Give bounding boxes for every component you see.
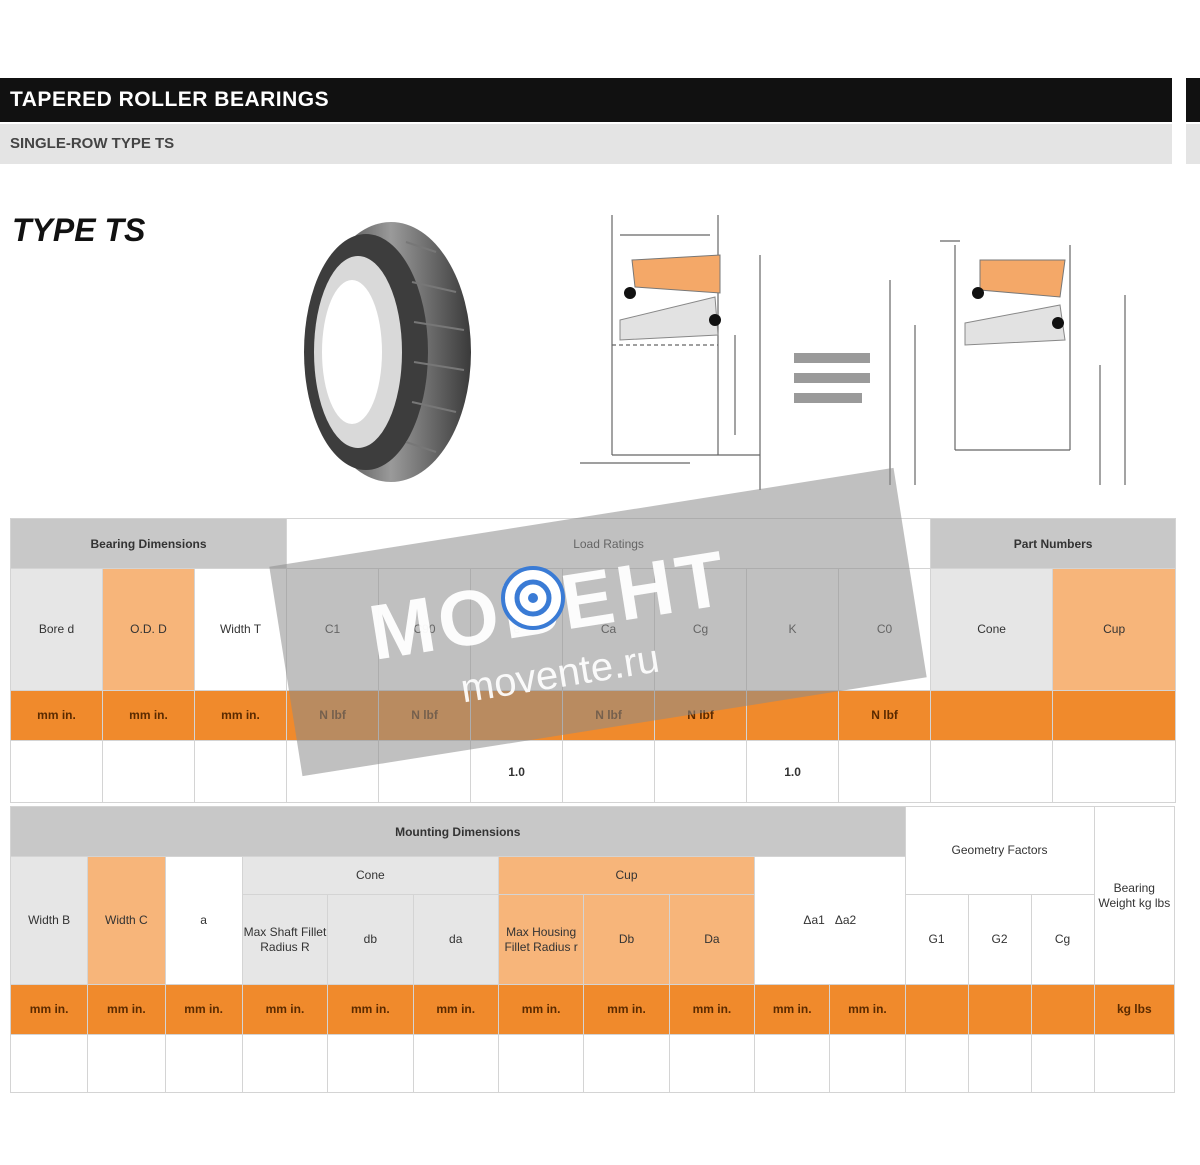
unit-cell: mm in. (754, 984, 831, 1035)
data-cell (754, 1034, 831, 1093)
col-cup: Cup (1052, 568, 1177, 691)
col-gaps: Δa1 Δa2 (754, 856, 906, 985)
group-mounting-dimensions: Mounting Dimensions (10, 806, 906, 857)
unit-cell: mm in. (193, 690, 288, 741)
col-bearing-weight: Bearing Weight kg lbs (1093, 806, 1176, 985)
unit-cell (930, 690, 1054, 741)
col-c90: C90 (378, 568, 472, 691)
data-cell (668, 1034, 756, 1093)
data-cell (930, 740, 1054, 803)
col-bore: Bore d (10, 568, 103, 691)
col-c0: C0 (838, 568, 932, 691)
unit-cell: mm in. (10, 690, 103, 741)
unit-cell (1052, 690, 1177, 741)
group-cone: Cone (241, 856, 499, 895)
data-cell (967, 1034, 1032, 1093)
data-cell (583, 1034, 670, 1093)
unit-cell (746, 690, 840, 741)
col-e: e (470, 568, 564, 691)
col-c1: C1 (286, 568, 380, 691)
unit-cell: mm in. (583, 984, 670, 1035)
data-cell: 1.0 (746, 740, 840, 803)
group-geometry-factors: Geometry Factors (904, 806, 1095, 895)
data-cell (1052, 740, 1177, 803)
unit-cell: mm in. (9, 984, 89, 1035)
col-cup-da: Da (668, 894, 756, 985)
data-cell (241, 1034, 329, 1093)
col-gap2: Δa2 (834, 913, 857, 927)
unit-cell: N lbf (286, 690, 380, 741)
col-cone: Cone (930, 568, 1054, 691)
unit-cell: mm in. (241, 984, 329, 1035)
data-cell: 1.0 (470, 740, 564, 803)
load-rating-table: Bearing Dimensions Load Ratings Part Num… (9, 518, 1177, 803)
unit-cell: mm in. (327, 984, 414, 1035)
unit-cell: N lbf (378, 690, 472, 741)
data-cell (838, 740, 932, 803)
data-cell (654, 740, 748, 803)
col-cone-db: db (327, 894, 414, 985)
col-ca: Ca (562, 568, 656, 691)
unit-cell: mm in. (412, 984, 499, 1035)
data-cell (286, 740, 380, 803)
data-cell (378, 740, 472, 803)
page-header-subtitle: SINGLE-ROW TYPE TS (0, 124, 1172, 164)
col-k: K (746, 568, 840, 691)
col-width-c: Width C (87, 856, 166, 985)
data-cell (87, 1034, 166, 1093)
unit-cell: mm in. (102, 690, 195, 741)
data-cell (904, 1034, 969, 1093)
unit-cell: mm in. (164, 984, 243, 1035)
col-od: O.D. D (102, 568, 195, 691)
bearing-type-title: TYPE TS (12, 212, 146, 248)
page-header-title: TAPERED ROLLER BEARINGS (0, 78, 1172, 122)
col-width: Width T (193, 568, 288, 691)
unit-cell (1030, 984, 1095, 1035)
unit-cell: N lbf (654, 690, 748, 741)
group-bearing-dimensions: Bearing Dimensions (9, 518, 288, 569)
header-edge (1186, 78, 1200, 122)
col-g3: Cg (1030, 894, 1095, 985)
unit-cell (904, 984, 969, 1035)
data-cell (164, 1034, 243, 1093)
data-cell (102, 740, 195, 803)
subheader-edge (1186, 124, 1200, 164)
data-cell (1030, 1034, 1095, 1093)
data-cell (497, 1034, 585, 1093)
group-load-ratings: Load Ratings (286, 518, 932, 569)
unit-cell: mm in. (497, 984, 585, 1035)
col-cup-r: Max Housing Fillet Radius r (497, 894, 585, 985)
technical-drawing (580, 215, 1126, 490)
group-part-numbers: Part Numbers (930, 518, 1177, 569)
col-cg: Cg (654, 568, 748, 691)
unit-cell: N lbf (838, 690, 932, 741)
data-cell (327, 1034, 414, 1093)
unit-cell (967, 984, 1032, 1035)
data-cell (9, 1034, 89, 1093)
data-cell (829, 1034, 906, 1093)
unit-cell: mm in. (829, 984, 906, 1035)
col-g2: G2 (967, 894, 1032, 985)
unit-cell (470, 690, 564, 741)
col-gap1: Δa1 (803, 913, 825, 927)
unit-cell: mm in. (87, 984, 166, 1035)
bearing-photo (304, 222, 471, 482)
col-a: a (164, 856, 243, 985)
data-cell (1093, 1034, 1176, 1093)
data-cell (10, 740, 103, 803)
data-cell (193, 740, 288, 803)
unit-cell: kg lbs (1093, 984, 1176, 1035)
group-cup: Cup (497, 856, 756, 895)
col-g1: G1 (904, 894, 969, 985)
unit-cell: N lbf (562, 690, 656, 741)
data-cell (562, 740, 656, 803)
col-cone-r: Max Shaft Fillet Radius R (241, 894, 329, 985)
data-cell (412, 1034, 499, 1093)
col-width-b: Width B (9, 856, 89, 985)
unit-cell: mm in. (668, 984, 756, 1035)
mounting-dimensions-table: Mounting Dimensions Geometry Factors Bea… (9, 806, 1176, 1093)
col-cone-da: da (412, 894, 499, 985)
col-cup-db: Db (583, 894, 670, 985)
